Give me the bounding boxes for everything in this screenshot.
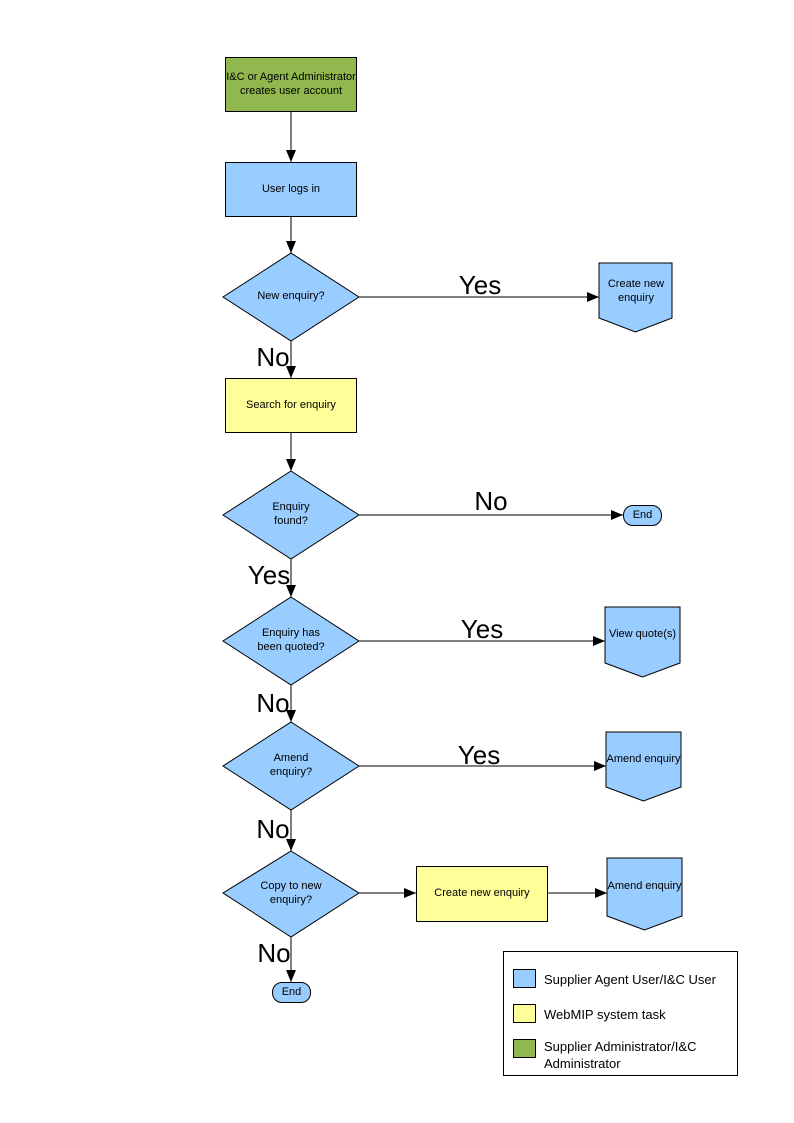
terminator-end-1: End <box>623 505 662 526</box>
legend-label-administrator: Supplier Administrator/I&C Administrator <box>544 1039 697 1071</box>
decision-enquiry-found-shape <box>222 470 360 560</box>
node-search-for-enquiry: Search for enquiry <box>225 378 357 433</box>
branch-enquiry-quoted-no: No <box>256 688 290 718</box>
legend-label-user: Supplier Agent User/I&C User <box>544 972 716 987</box>
connector-create-new-enquiry-shape <box>598 262 673 333</box>
branch-enquiry-found-no: No <box>474 486 508 516</box>
decision-new-enquiry-shape <box>222 252 360 342</box>
connector-amend-enquiry-2-shape <box>606 857 683 931</box>
branch-copy-to-new-no: No <box>257 938 291 968</box>
node-user-logs-in: User logs in <box>225 162 357 217</box>
node-admin-creates-account: I&C or Agent Administrator creates user … <box>225 57 357 112</box>
branch-amend-enquiry-yes: Yes <box>457 740 501 770</box>
terminator-end-2: End <box>272 982 311 1003</box>
legend-swatch-user <box>513 969 536 988</box>
decision-enquiry-quoted-shape <box>222 596 360 686</box>
decision-amend-enquiry-shape <box>222 721 360 811</box>
legend-box: Supplier Agent User/I&C User WebMIP syst… <box>503 951 738 1076</box>
legend-label-system-task: WebMIP system task <box>544 1007 666 1022</box>
branch-enquiry-found-yes: Yes <box>247 560 291 590</box>
branch-amend-enquiry-no: No <box>256 814 290 844</box>
branch-enquiry-quoted-yes: Yes <box>460 614 504 644</box>
connector-amend-enquiry-1-shape <box>605 731 682 802</box>
branch-new-enquiry-yes: Yes <box>458 270 502 300</box>
branch-new-enquiry-no: No <box>256 342 290 372</box>
legend-swatch-administrator <box>513 1039 536 1058</box>
connector-view-quotes-shape <box>604 606 681 678</box>
decision-copy-to-new-shape <box>222 850 360 938</box>
legend-swatch-system-task <box>513 1004 536 1023</box>
node-create-new-enquiry-task: Create new enquiry <box>416 866 548 922</box>
